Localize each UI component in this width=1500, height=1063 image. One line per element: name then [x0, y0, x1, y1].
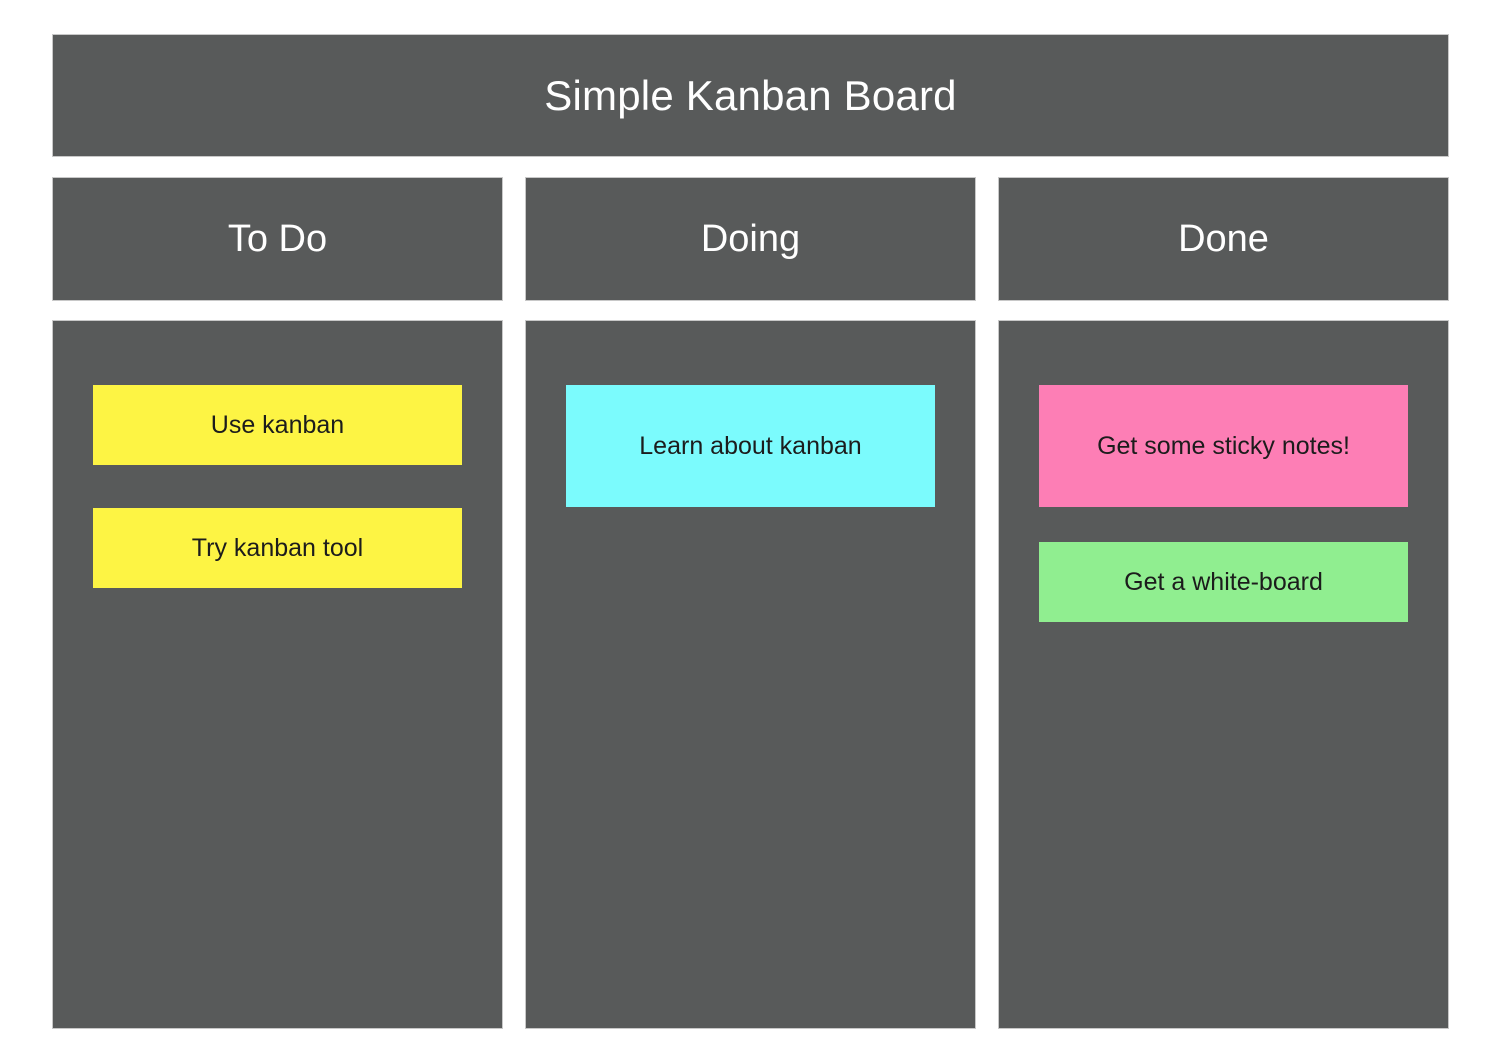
page-title: Simple Kanban Board	[544, 71, 957, 119]
column-title-doing: Doing	[700, 218, 801, 260]
column-body-doing[interactable]: Learn about kanban	[525, 320, 976, 1029]
kanban-columns: To Do Use kanban Try kanban tool Doing L…	[52, 177, 1449, 1029]
board-title-bar: Simple Kanban Board	[52, 34, 1449, 157]
kanban-column-doing: Doing Learn about kanban	[525, 177, 976, 1029]
kanban-column-done: Done Get some sticky notes! Get a white-…	[998, 177, 1449, 1029]
card-get-a-white-board[interactable]: Get a white-board	[1039, 542, 1408, 622]
column-header-done[interactable]: Done	[998, 177, 1449, 301]
card-label: Get a white-board	[1124, 567, 1323, 596]
column-title-done: Done	[1178, 218, 1269, 260]
column-header-todo[interactable]: To Do	[52, 177, 503, 301]
card-get-some-sticky-notes[interactable]: Get some sticky notes!	[1039, 385, 1408, 507]
card-label: Try kanban tool	[191, 533, 364, 562]
card-try-kanban-tool[interactable]: Try kanban tool	[93, 508, 462, 588]
column-title-todo: To Do	[227, 218, 328, 260]
card-label: Use kanban	[210, 410, 345, 439]
card-use-kanban[interactable]: Use kanban	[93, 385, 462, 465]
kanban-column-todo: To Do Use kanban Try kanban tool	[52, 177, 503, 1029]
card-label: Get some sticky notes!	[1097, 431, 1350, 460]
card-learn-about-kanban[interactable]: Learn about kanban	[566, 385, 935, 507]
column-header-doing[interactable]: Doing	[525, 177, 976, 301]
column-body-todo[interactable]: Use kanban Try kanban tool	[52, 320, 503, 1029]
column-body-done[interactable]: Get some sticky notes! Get a white-board	[998, 320, 1449, 1029]
card-label: Learn about kanban	[639, 431, 862, 460]
